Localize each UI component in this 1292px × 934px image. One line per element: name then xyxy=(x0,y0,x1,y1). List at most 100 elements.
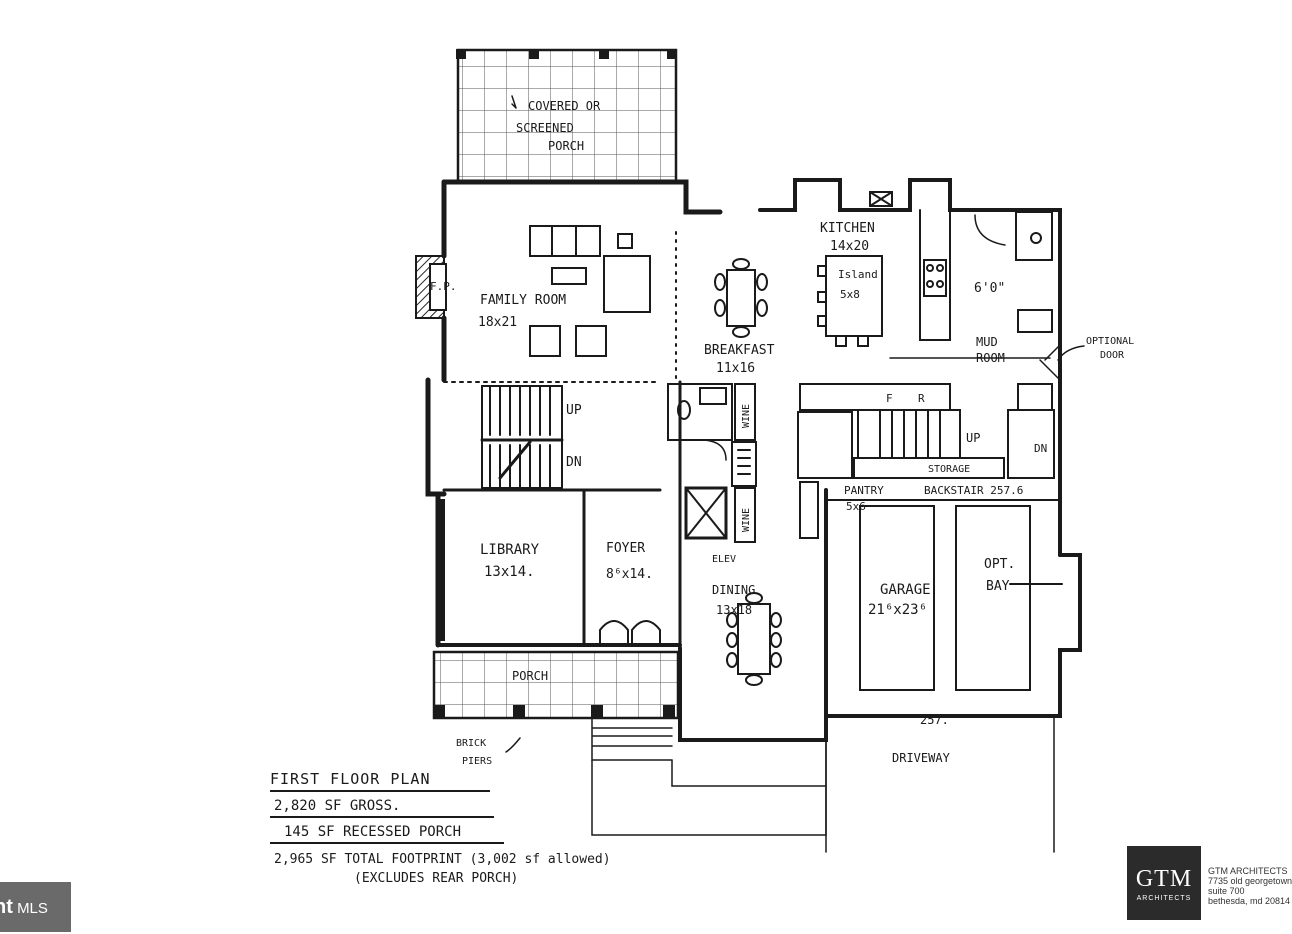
armchair xyxy=(529,325,561,357)
front-porch-grid xyxy=(432,650,680,720)
address-line: 7735 old georgetown xyxy=(1208,876,1292,886)
address-line: suite 700 xyxy=(1208,886,1245,896)
library-label: LIBRARY xyxy=(480,542,540,558)
brick-piers-label: BRICK xyxy=(456,738,486,749)
exterior-wall xyxy=(441,179,723,215)
range xyxy=(923,259,947,297)
kitchen-label: KITCHEN xyxy=(820,221,875,236)
legend-recessed-porch: 145 SF RECESSED PORCH xyxy=(270,824,504,844)
fireplace-label: F.P. xyxy=(430,280,457,293)
floor-plan-legend: FIRST FLOOR PLAN 2,820 SF GROSS. 145 SF … xyxy=(270,770,650,886)
fridge-label: R xyxy=(918,392,925,405)
breakfast-label: BREAKFAST xyxy=(704,343,775,358)
rear-porch-post xyxy=(667,49,677,59)
elevation-label: 257. xyxy=(920,713,949,727)
mls-watermark-text: MLS xyxy=(17,900,48,917)
pantry-dim: 5x6 xyxy=(846,500,866,513)
exterior-wall xyxy=(758,178,1062,557)
back-stair-up-label: UP xyxy=(966,431,980,445)
car-bay xyxy=(859,505,935,691)
architect-address: GTM ARCHITECTS 7735 old georgetown suite… xyxy=(1208,866,1292,906)
wine-label: WINE xyxy=(741,404,752,428)
dimension-label: 6'0" xyxy=(974,281,1005,296)
armchair xyxy=(575,325,607,357)
exterior-wall xyxy=(678,553,1082,742)
optional-door-label: OPTIONAL xyxy=(1086,336,1134,347)
stair-down-label: DN xyxy=(566,455,582,470)
foyer-label: FOYER xyxy=(606,541,645,556)
front-door xyxy=(599,620,629,646)
library-shelves xyxy=(437,499,445,641)
pantry-counter xyxy=(799,383,951,411)
dining-dim: 13x18 xyxy=(716,603,752,617)
car-bay xyxy=(955,505,1031,691)
sofa xyxy=(529,225,601,257)
bench xyxy=(1017,309,1053,333)
driveway-label: DRIVEWAY xyxy=(892,751,951,765)
foyer-dim: 8⁶x14. xyxy=(606,567,653,582)
rear-porch-outline xyxy=(456,48,678,184)
rear-porch-label: SCREENED xyxy=(516,121,574,135)
front-door xyxy=(631,620,661,646)
brick-pier xyxy=(513,705,525,719)
gtm-logo-mark: GTM xyxy=(1135,866,1193,892)
gtm-logo-sub: ARCHITECTS xyxy=(1136,895,1192,902)
opt-bay-label: OPT. xyxy=(984,557,1015,572)
wine-storage xyxy=(734,487,756,543)
rear-porch-label: PORCH xyxy=(548,139,584,153)
garage-dim: 21⁶x23⁶ xyxy=(868,602,927,618)
family-room-dim: 18x21 xyxy=(478,315,517,330)
back-stair-down-label: DN xyxy=(1034,442,1047,455)
brick-pier xyxy=(663,705,675,719)
legend-total-footprint: 2,965 SF TOTAL FOOTPRINT (3,002 sf allow… xyxy=(274,852,611,867)
backstair-label: BACKSTAIR 257.6 xyxy=(924,484,1023,497)
gtm-logo: GTM ARCHITECTS xyxy=(1127,846,1201,920)
island-dim: 5x8 xyxy=(840,288,860,301)
garage-label: GARAGE xyxy=(880,582,931,598)
brick-pier xyxy=(433,705,445,719)
exterior-wall xyxy=(425,377,447,497)
brick-piers-label: PIERS xyxy=(462,756,492,767)
rear-porch-post xyxy=(456,49,466,59)
main-stair xyxy=(481,385,563,489)
address-line: bethesda, md 20814 xyxy=(1208,896,1291,906)
pantry-label: PANTRY xyxy=(844,484,884,497)
mud-room-label: MUD xyxy=(976,335,998,349)
storage-label: STORAGE xyxy=(928,464,970,475)
legend-gross-area: 2,820 SF GROSS. xyxy=(270,798,494,818)
fridge-label: F xyxy=(886,392,893,405)
legend-excludes: (EXCLUDES REAR PORCH) xyxy=(354,871,519,886)
elevator xyxy=(684,486,728,540)
chair xyxy=(617,233,633,249)
mud-room-label: ROOM xyxy=(976,351,1005,365)
rear-porch-post xyxy=(529,49,539,59)
storage xyxy=(853,457,1005,479)
address-line: GTM ARCHITECTS xyxy=(1208,866,1288,876)
dining-label: DINING xyxy=(712,583,755,597)
rear-porch-label: COVERED OR xyxy=(528,99,601,113)
brick-pier xyxy=(591,705,603,719)
front-steps xyxy=(591,717,673,761)
optional-door-label: DOOR xyxy=(1100,350,1125,361)
library-dim: 13x14. xyxy=(484,564,535,580)
sofa xyxy=(603,255,651,313)
kitchen-counter xyxy=(919,209,951,341)
breakfast-table xyxy=(726,269,756,327)
wine-label: WINE xyxy=(741,508,752,532)
island-label: Island xyxy=(838,268,878,281)
rear-porch-post xyxy=(599,49,609,59)
breakfast-dim: 11x16 xyxy=(716,361,755,376)
mls-watermark: nt MLS xyxy=(0,882,71,932)
hood xyxy=(869,191,893,207)
legend-title: FIRST FLOOR PLAN xyxy=(270,770,490,792)
fireplace-hearth xyxy=(429,263,447,311)
coffee-table xyxy=(551,267,587,285)
wine-storage xyxy=(734,383,756,441)
elevator-label: ELEV xyxy=(712,554,736,565)
back-stair xyxy=(857,409,961,459)
kitchen-dim: 14x20 xyxy=(830,239,869,254)
front-porch-label: PORCH xyxy=(512,669,548,683)
pantry xyxy=(797,411,853,479)
stair-down xyxy=(731,441,757,487)
